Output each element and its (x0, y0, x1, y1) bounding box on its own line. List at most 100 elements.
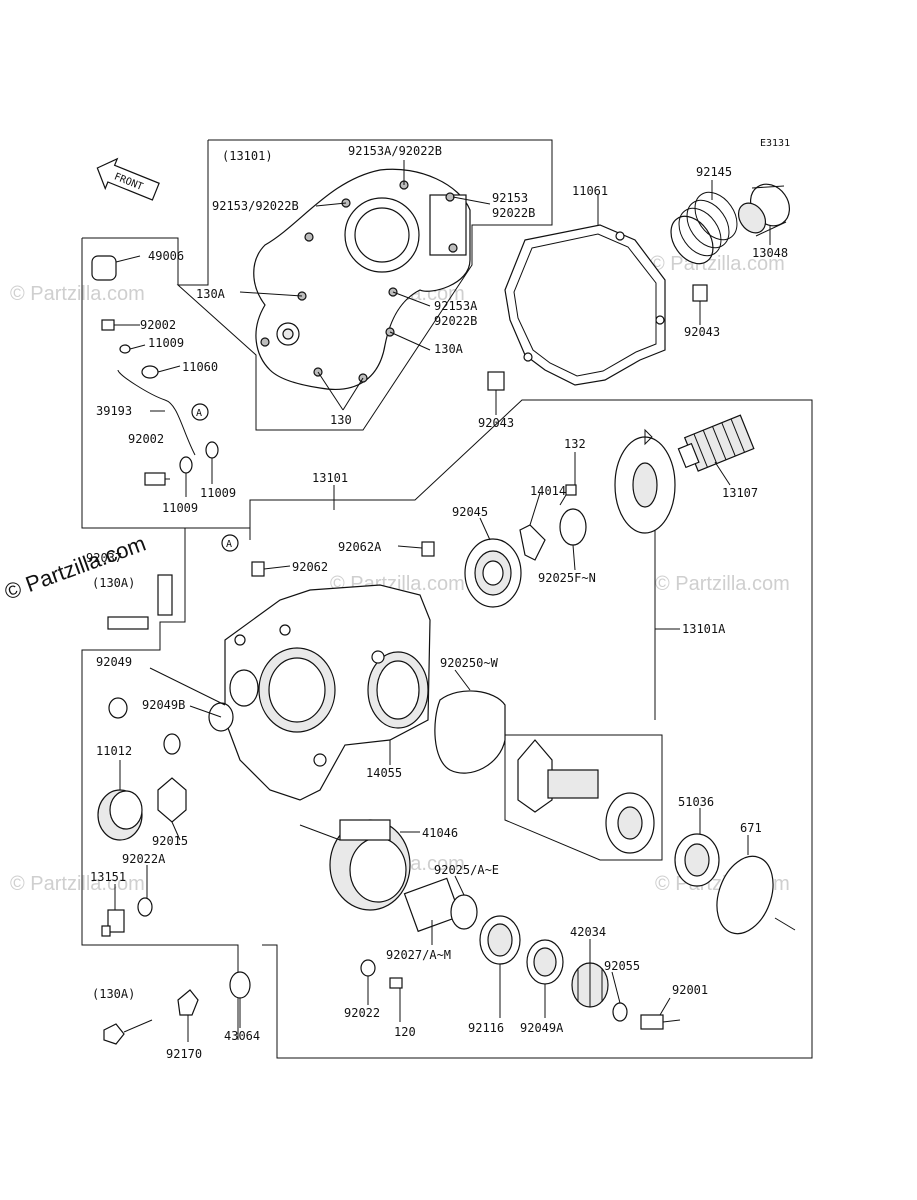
part-label: 92002 (128, 432, 164, 446)
part-label: 92062 (292, 560, 328, 574)
bolt-132 (559, 484, 577, 506)
dowel-pin-92043-a (692, 284, 708, 302)
part-label: 92153A (434, 299, 478, 313)
part-label: 92022A (122, 852, 166, 866)
part-label: 92037 (86, 551, 122, 565)
bearing-92045 (464, 538, 522, 608)
plug-92062 (251, 561, 265, 577)
washer-11009-b (179, 456, 193, 474)
part-label: 92116 (468, 1021, 504, 1035)
part-label: 92170 (166, 1047, 202, 1061)
part-label: 92015 (152, 834, 188, 848)
part-label: 130A (196, 287, 226, 301)
watermark: © Partzilla.com (650, 253, 785, 275)
part-label: 13048 (752, 246, 788, 260)
part-label: 92002 (140, 318, 176, 332)
grommet-43064 (229, 971, 251, 999)
watermark: © Partzilla.com (10, 283, 145, 305)
part-label: 14055 (366, 766, 402, 780)
washer-92022 (360, 959, 376, 977)
group-frames (81, 139, 813, 1059)
part-label: 92027/A~M (386, 948, 451, 962)
gear-case-cover (253, 168, 471, 390)
bearing-92049A (526, 939, 564, 985)
watermark: © Partzilla.com (10, 873, 145, 895)
part-label: 42034 (570, 925, 606, 939)
gasket (504, 224, 666, 386)
bolt-130A (103, 1019, 153, 1045)
part-label: 92022B (434, 314, 477, 328)
part-label: 13107 (722, 486, 758, 500)
bolt-92002-a (101, 319, 115, 331)
part-label: 11061 (572, 184, 608, 198)
part-label: 51036 (678, 795, 714, 809)
part-label: 41046 (422, 826, 458, 840)
plug-92062A (421, 541, 435, 557)
fitting-11060 (141, 365, 159, 379)
part-label: 92055 (604, 959, 640, 973)
part-label: 92043 (684, 325, 720, 339)
watermark-main: © Partzilla.com (1, 531, 149, 605)
part-label: 49006 (148, 249, 184, 263)
part-label: 43064 (224, 1029, 260, 1043)
part-label: 92045 (452, 505, 488, 519)
watermark: © Partzilla.com (655, 573, 790, 595)
leader-lines (114, 160, 796, 1042)
part-label: 39193 (96, 404, 132, 418)
shim-92025A (450, 894, 478, 930)
part-label: 92153/92022B (212, 199, 299, 213)
part-label: 132 (564, 437, 586, 451)
part-label: 92062A (338, 540, 382, 554)
part-label: 92025/A~E (434, 863, 499, 877)
svg-text:A: A (226, 539, 232, 550)
bolt-92002-b (144, 472, 166, 486)
gear-case-housing (224, 584, 431, 801)
front-arrow-icon: FRONT (96, 157, 160, 201)
seal-92049 (108, 697, 128, 719)
part-label: 92022B (492, 206, 535, 220)
part-label: 11060 (182, 360, 218, 374)
cap-49006 (91, 255, 117, 281)
plate-14014 (519, 524, 546, 561)
svg-text:A: A (196, 408, 202, 419)
part-label: 14014 (530, 484, 566, 498)
breather-tube-39193 (117, 369, 196, 456)
dowel-pin-92043-b (487, 371, 505, 391)
bolt-92001 (640, 1014, 681, 1030)
ring-gear-13101A (614, 428, 676, 534)
part-label: (13101) (222, 149, 273, 163)
sleeve-92027 (403, 877, 462, 933)
part-label: (130A) (92, 987, 135, 1001)
part-label: 920250~W (440, 656, 499, 670)
seal-51036 (674, 833, 720, 887)
nut-92015 (157, 777, 187, 823)
washer-92022A (137, 897, 153, 917)
part-label: 92153A/92022B (348, 144, 442, 158)
part-label: 92049 (96, 655, 132, 669)
oring-671 (716, 855, 774, 935)
cap-11012 (97, 789, 143, 841)
diagram-code: E3131 (760, 138, 790, 149)
part-label: 92145 (696, 165, 732, 179)
shim-92025F (559, 508, 587, 546)
part-label: 11009 (148, 336, 184, 350)
part-label: 11009 (200, 486, 236, 500)
part-labels: (13101) 92153A/92022B 92153/92022B 92153… (86, 144, 788, 1061)
washer-11009-a (119, 344, 131, 354)
part-label: 92043 (478, 416, 514, 430)
bolt-120 (389, 977, 403, 989)
part-label: 92025F~N (538, 571, 596, 585)
washer-11009-c (205, 441, 219, 459)
part-label: 671 (740, 821, 762, 835)
bracket-92037 (107, 574, 173, 630)
part-label: 13151 (90, 870, 126, 884)
cam-13048 (737, 183, 791, 237)
part-label: 130 (330, 413, 352, 427)
bearing-92116 (479, 915, 521, 965)
part-label: (130A) (92, 576, 135, 590)
part-label: 11009 (162, 501, 198, 515)
part-label: 92153 (492, 191, 528, 205)
part-label: 130A (434, 342, 464, 356)
shaft-13107 (677, 414, 755, 472)
